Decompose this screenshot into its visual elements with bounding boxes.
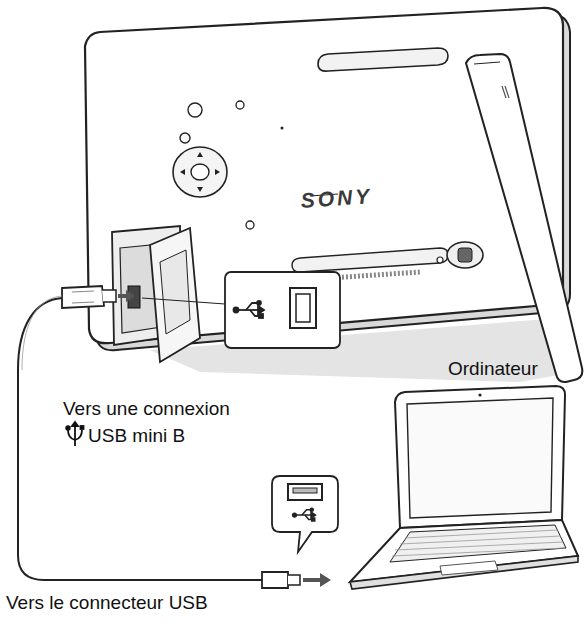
connection-label: Vers le connecteur USB [6, 592, 208, 614]
connection-label: Vers une connexion [63, 398, 230, 420]
device-label: Ordinateur [448, 358, 538, 380]
connection-label: USB mini B [88, 425, 185, 447]
